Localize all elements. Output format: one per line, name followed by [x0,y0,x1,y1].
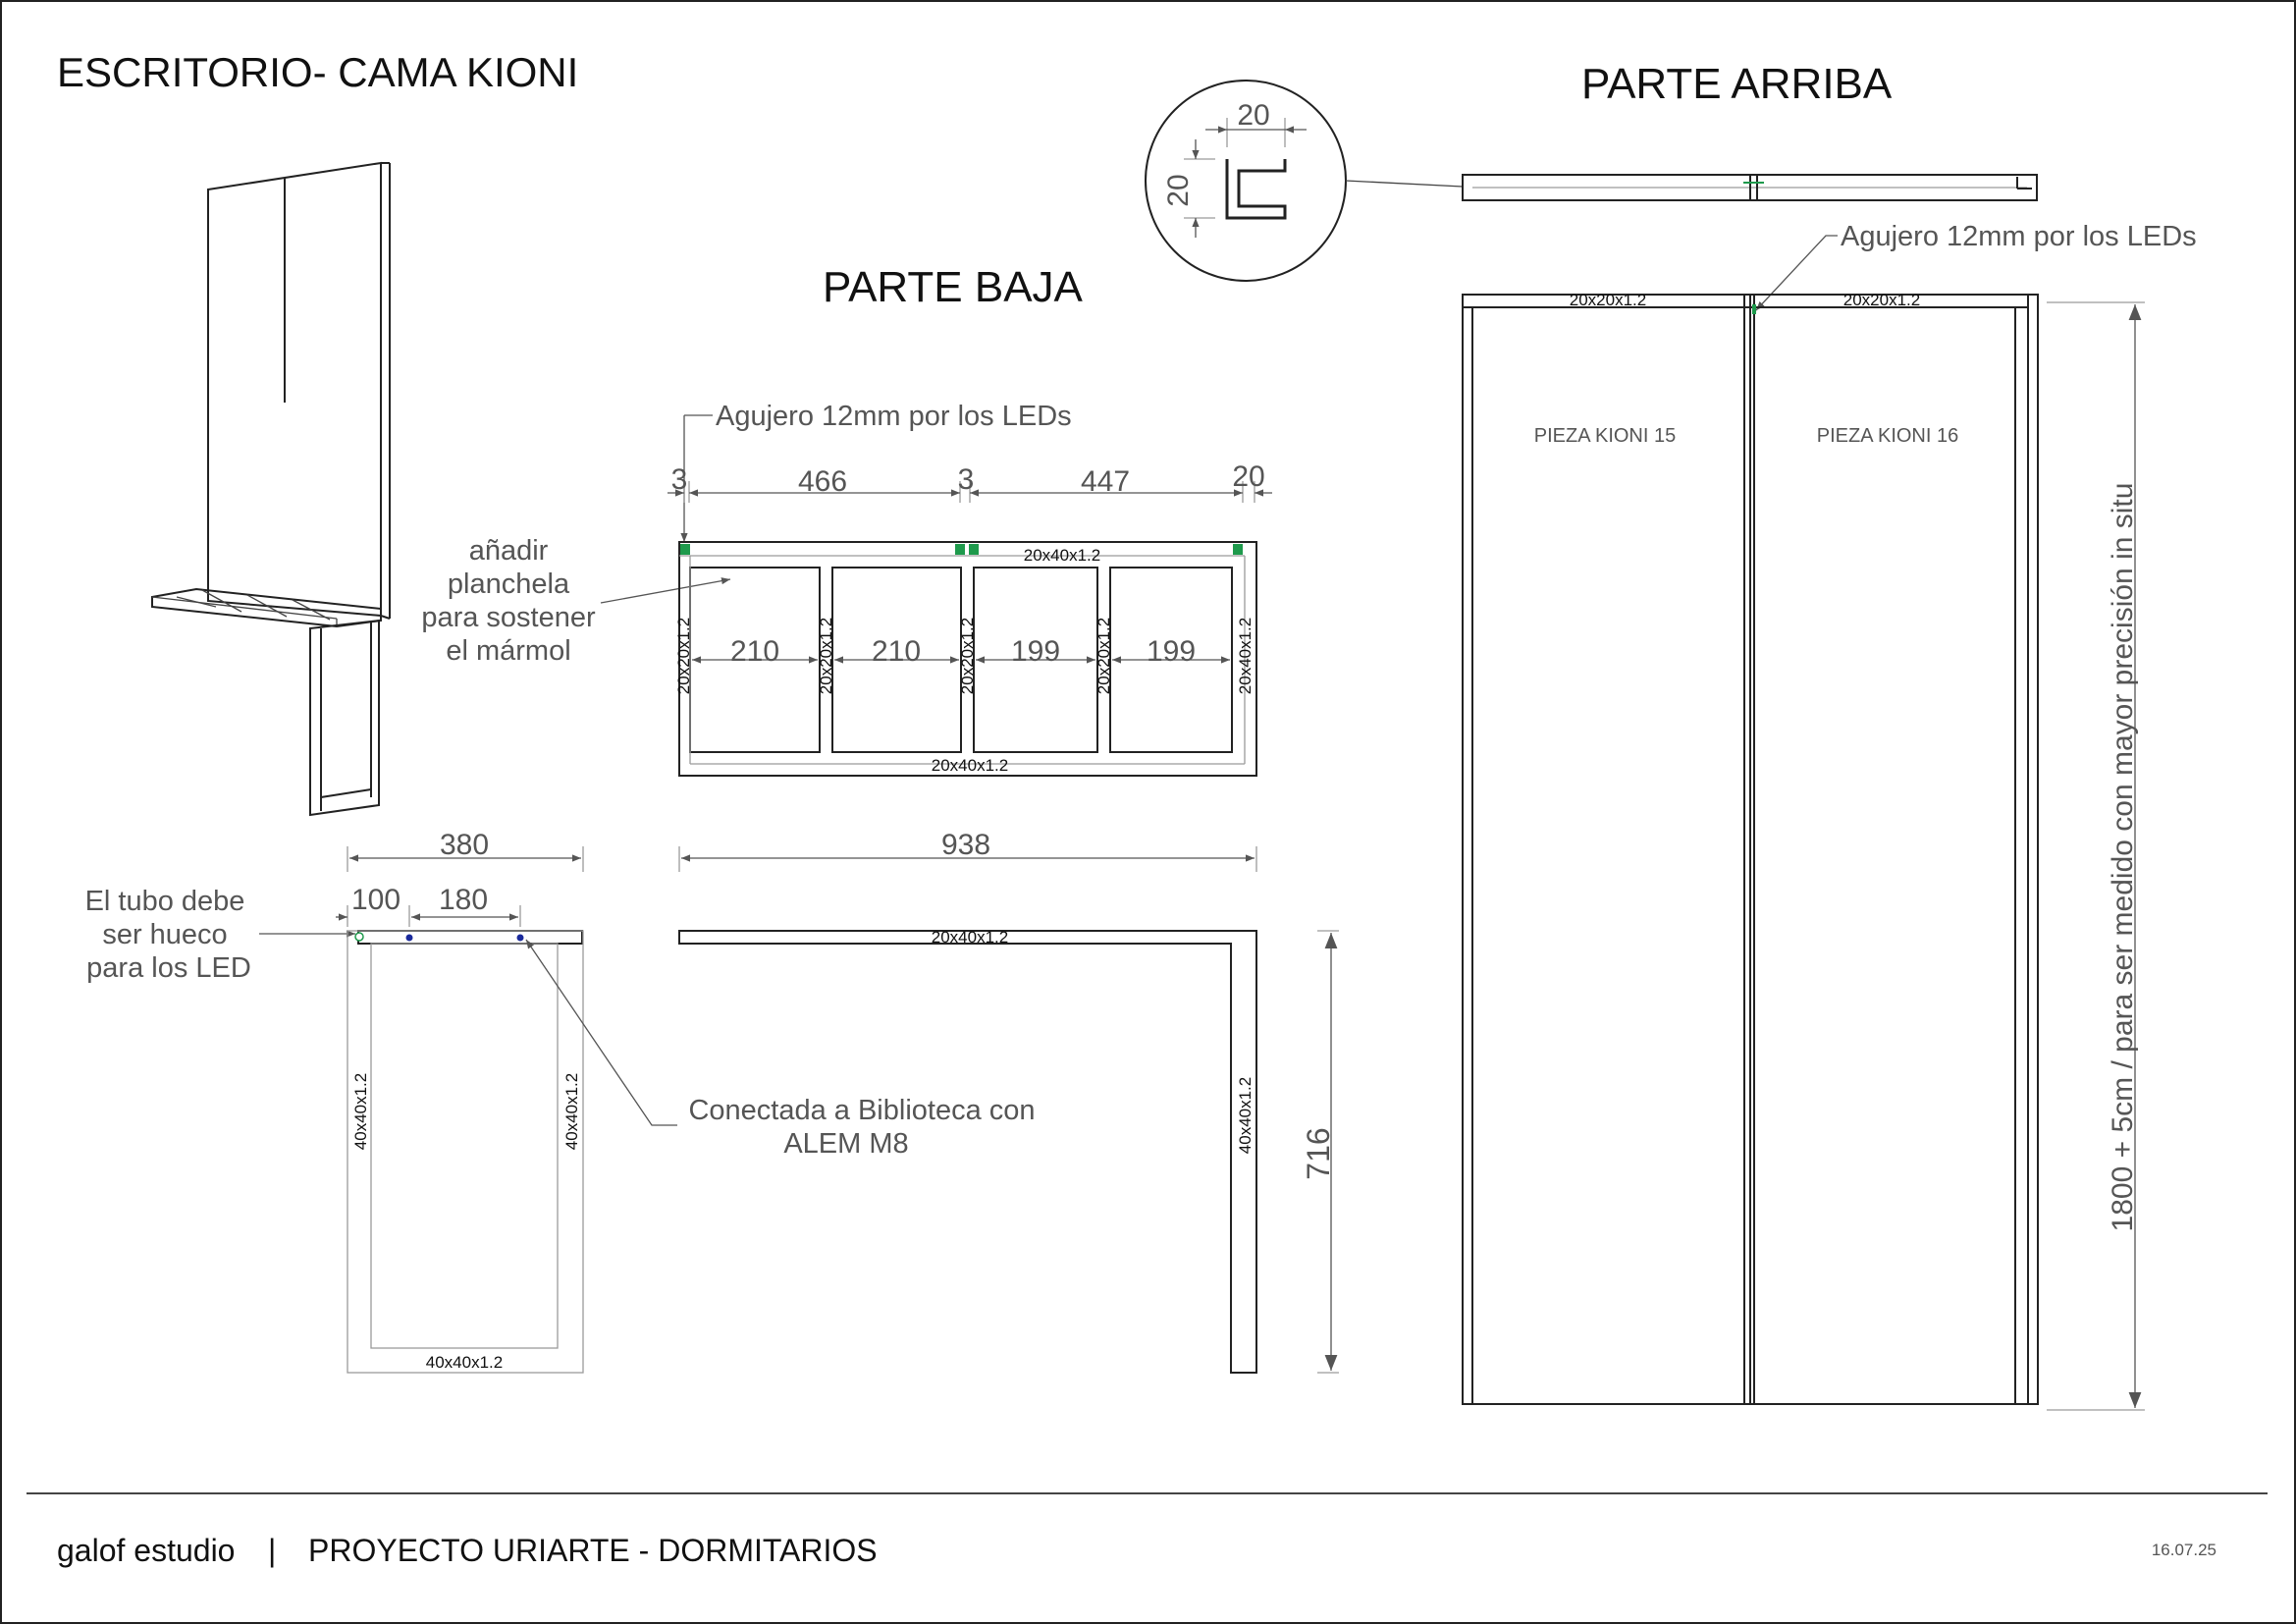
baja-top-dimensions: 3 466 3 447 20 [667,460,1272,503]
heading-parte-baja: PARTE BAJA [823,263,1084,311]
side-dim-a: 100 [351,884,400,916]
profile-plan-bottom: 20x40x1.2 [932,756,1008,775]
baja-side-view: 380 100 180 El tubo debe ser hueco para … [85,829,584,1374]
profile-divider-2: 20x20x1.2 [817,618,835,694]
side-profile-left: 40x40x1.2 [351,1073,370,1150]
arriba-height-dim: 1800 + 5cm / para ser medido con mayor p… [2047,301,2145,1411]
footer-separator: | [268,1533,276,1568]
studio-name: galof estudio [57,1533,235,1568]
arriba-profile-left: 20x20x1.2 [1570,291,1646,309]
arriba-profile-right: 20x20x1.2 [1843,291,1920,309]
project-name: PROYECTO URIARTE - DORMITARIOS [308,1533,878,1568]
sheet-date: 16.07.25 [2152,1541,2216,1559]
profile-plan-right: 20x40x1.2 [1236,618,1255,694]
front-width-dim: 938 [941,829,990,861]
connect-note: Conectada a Biblioteca con ALEM M8 [525,939,1036,1160]
side-dim-b: 180 [439,884,488,916]
dim-top-5: 20 [1232,460,1264,493]
baja-front-view: 938 20x40x1.2 40x40x1.2 716 [678,829,1339,1374]
detail-width: 20 [1237,99,1269,132]
front-height-dim: 716 [1301,1127,1336,1179]
side-profile-bottom: 40x40x1.2 [426,1353,503,1372]
piece-kioni-16: PIEZA KIONI 16 [1817,425,1959,447]
isometric-view [151,161,391,817]
arriba-top-strip [1462,174,2038,201]
heading-parte-arriba: PARTE ARRIBA [1581,60,1893,108]
detail-height: 20 [1162,174,1195,206]
height-note: 1800 + 5cm / para ser medido con mayor p… [2107,483,2139,1232]
front-profile-right: 40x40x1.2 [1236,1077,1255,1154]
front-profile-top: 20x40x1.2 [932,928,1008,947]
svg-text:Conectada a Biblioteca con: Conectada a Biblioteca con [688,1095,1035,1126]
svg-text:ser hueco: ser hueco [102,919,227,950]
cell-width-1: 210 [730,635,779,668]
svg-text:el mármol: el mármol [446,635,570,667]
svg-text:para sostener: para sostener [421,602,596,633]
profile-divider-3: 20x20x1.2 [958,618,977,694]
drawing-title: ESCRITORIO- CAMA KIONI [57,49,578,95]
cell-width-2: 210 [872,635,921,668]
svg-text:ALEM M8: ALEM M8 [783,1128,908,1160]
side-profile-right: 40x40x1.2 [562,1073,581,1150]
dim-top-2: 466 [798,465,847,498]
dim-top-1: 3 [671,463,688,496]
profile-divider-1: 20x20x1.2 [674,618,693,694]
arriba-pieces: 20x20x1.2 20x20x1.2 PIEZA KIONI 15 PIEZA… [1462,291,2039,1405]
svg-text:para los LED: para los LED [86,952,251,984]
tube-note: El tubo debe ser hueco para los LED [85,886,355,984]
baja-hole-note: Agujero 12mm por los LEDs [716,401,1072,432]
cell-width-4: 199 [1147,635,1196,668]
cell-width-3: 199 [1011,635,1060,668]
side-width-dim: 380 [440,829,489,861]
svg-text:añadir: añadir [469,535,549,567]
arriba-hole-note: Agujero 12mm por los LEDs [1841,221,2197,252]
piece-kioni-15: PIEZA KIONI 15 [1534,425,1677,447]
baja-plan-frame: 20x40x1.2 20x40x1.2 20x40x1.2 20x20x1.2 … [674,541,1257,777]
profile-plan-top: 20x40x1.2 [1024,546,1100,565]
profile-divider-4: 20x20x1.2 [1095,618,1113,694]
dim-top-3: 3 [958,463,975,496]
profile-detail: 20 20 [1145,80,1464,282]
svg-text:El tubo debe: El tubo debe [85,886,245,917]
dim-top-4: 447 [1081,465,1130,498]
svg-text:planchela: planchela [448,568,570,600]
baja-panel-note: añadir planchela para sostener el mármol [421,535,731,667]
